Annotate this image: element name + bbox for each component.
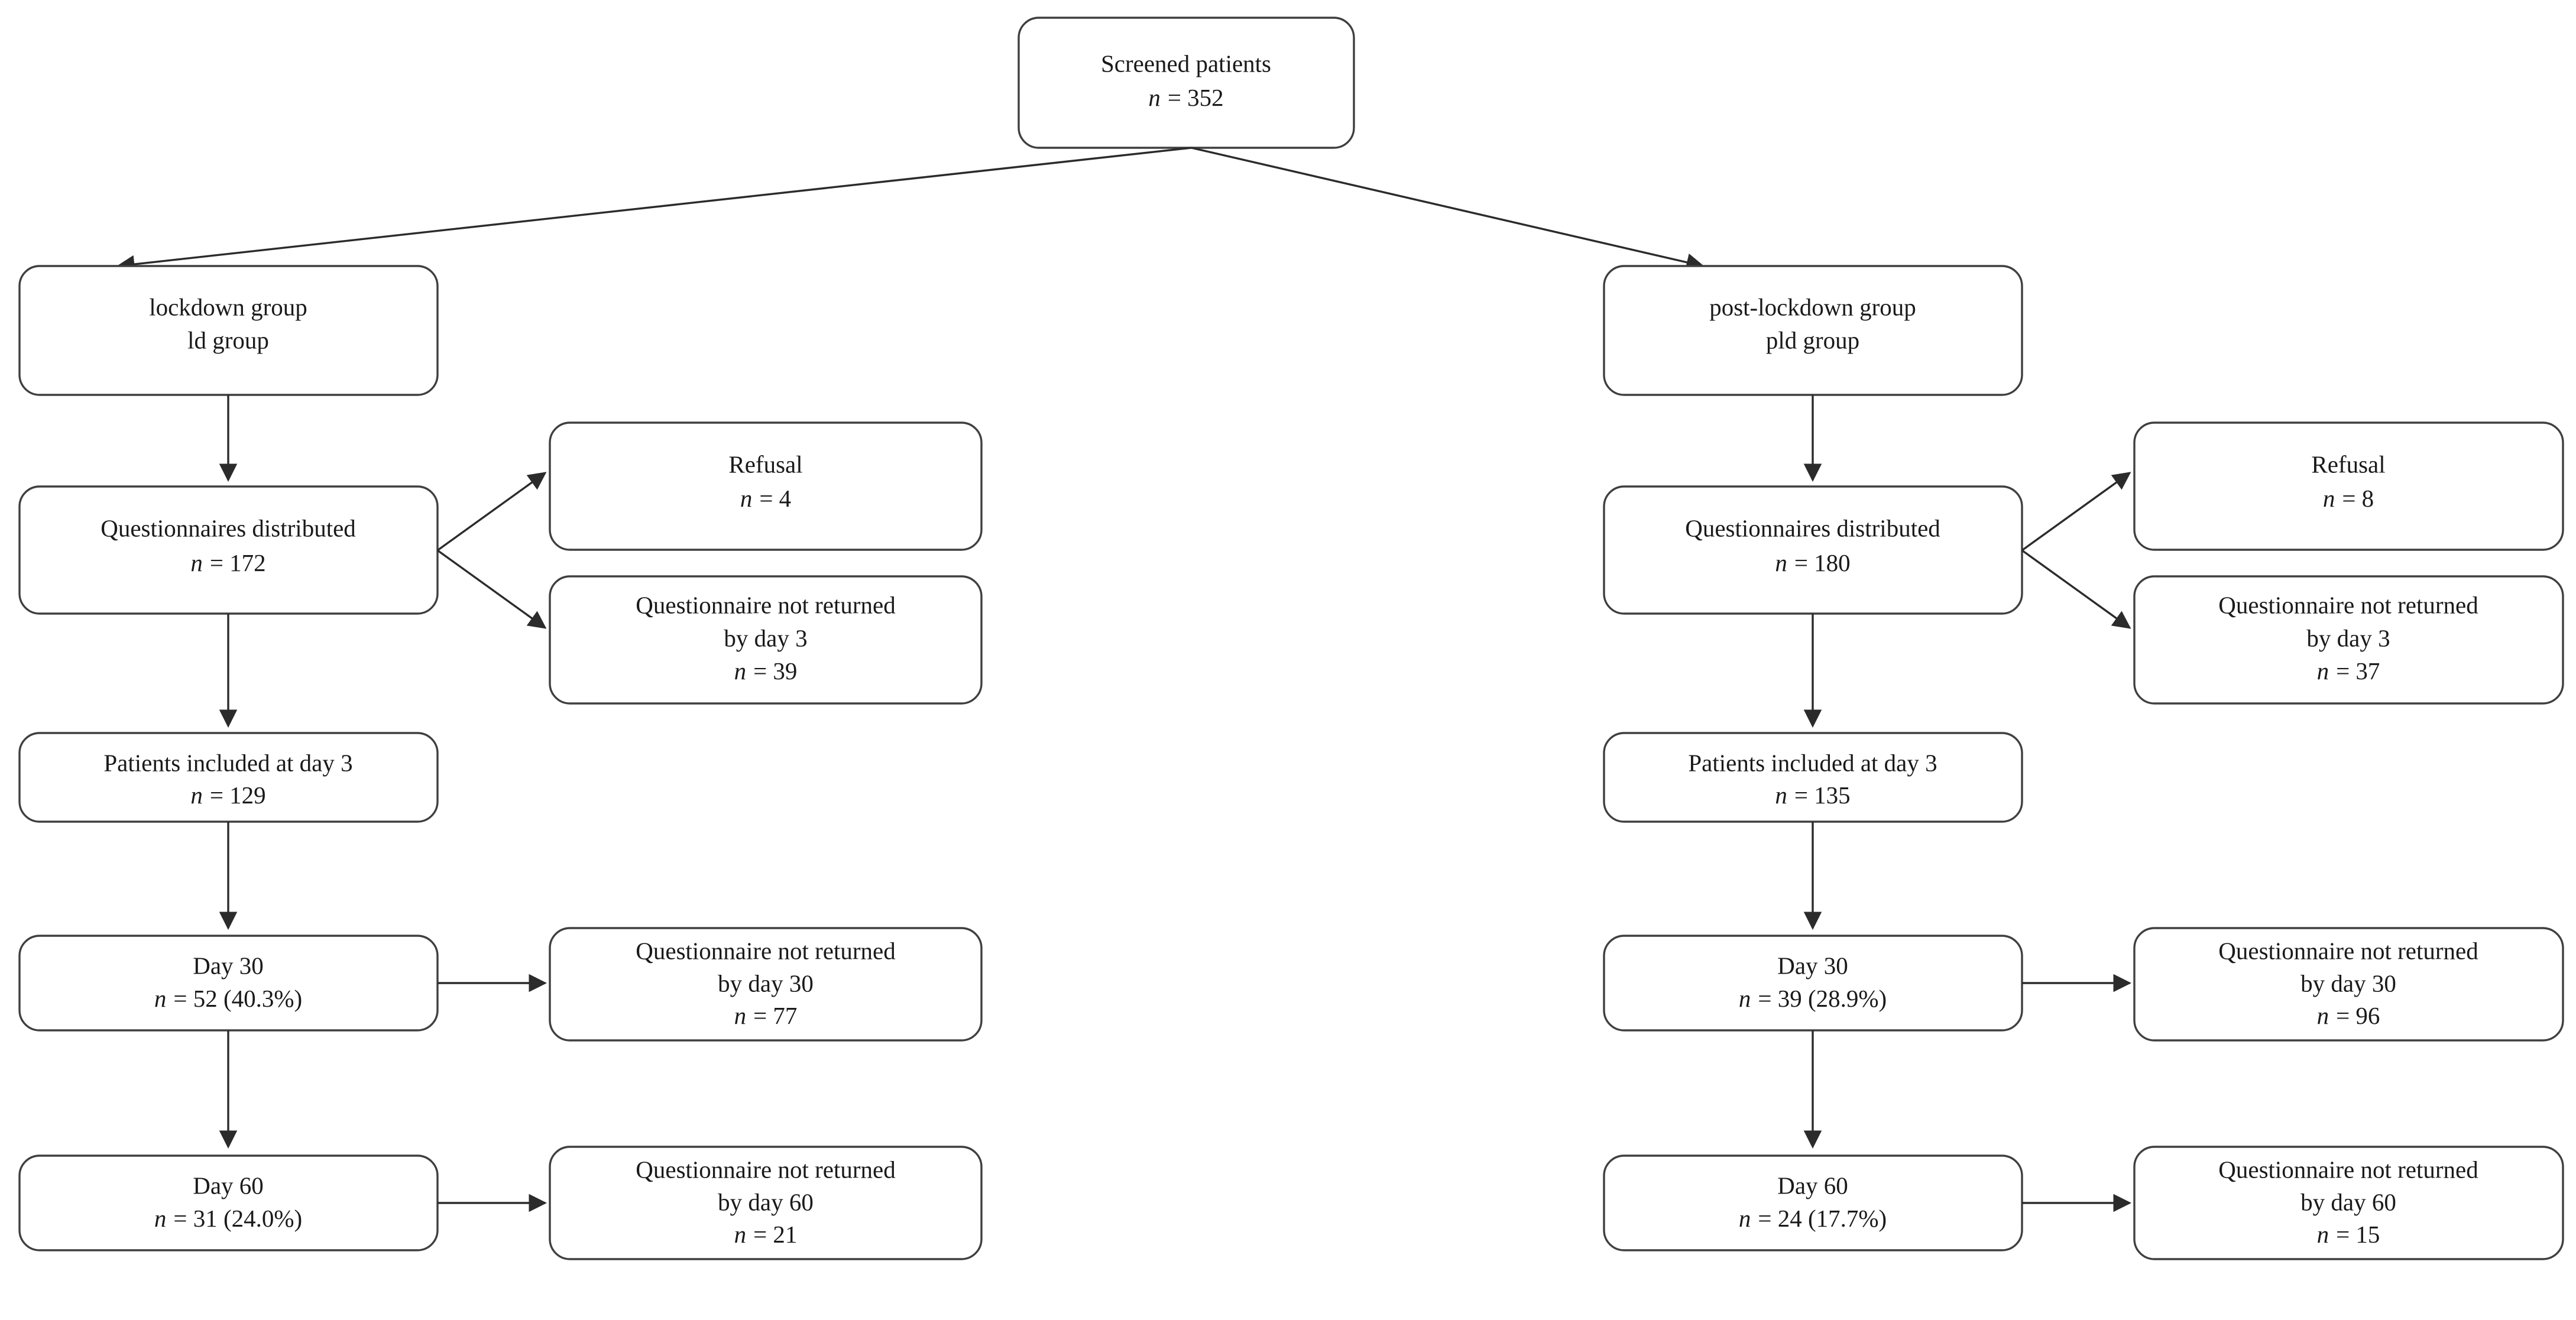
lockdown-notreturned-day60-count: n= 21 — [734, 1221, 798, 1248]
postlockdown-included-label: Patients included at day 3 — [1688, 749, 1937, 776]
edge-screened-to-postlockdown — [1191, 147, 1705, 271]
postlockdown-notreturned-day30-label-1: Questionnaire not returned — [2218, 937, 2478, 964]
postlockdown-notreturned-day30-label-2: by day 30 — [2300, 969, 2396, 997]
postlockdown-distributed-label: Questionnaires distributed — [1685, 514, 1940, 541]
postlockdown-distributed-count: n= 180 — [1775, 549, 1850, 576]
lockdown-notreturned-day60-label-1: Questionnaire not returned — [636, 1156, 895, 1183]
postlockdown-day30-count: n= 39 (28.9%) — [1739, 985, 1887, 1012]
postlockdown-group-label-2: pld group — [1766, 326, 1859, 353]
lockdown-notreturned-day30-label-2: by day 30 — [718, 969, 814, 997]
postlockdown-included-count: n= 135 — [1775, 781, 1850, 809]
postlockdown-notreturned-day60-label-1: Questionnaire not returned — [2218, 1156, 2478, 1183]
node-lockdown-included-day3: Patients included at day 3 n= 129 — [18, 732, 439, 823]
node-postlockdown-included-day3: Patients included at day 3 n= 135 — [1603, 732, 2023, 823]
lockdown-refusal-label: Refusal — [728, 450, 802, 478]
lockdown-notreturned-day3-label-2: by day 3 — [724, 624, 807, 651]
node-postlockdown-refusal: Refusal n= 8 — [2133, 421, 2564, 551]
lockdown-day30-label: Day 30 — [193, 952, 264, 979]
edge-postlockdown-to-notreturned3 — [2021, 549, 2131, 629]
postlockdown-notreturned-day60-label-2: by day 60 — [2300, 1188, 2396, 1215]
node-lockdown-day60: Day 60 n= 31 (24.0%) — [18, 1154, 439, 1251]
node-lockdown-notreturned-day30: Questionnaire not returned by day 30 n= … — [549, 927, 983, 1042]
lockdown-day60-label: Day 60 — [193, 1172, 264, 1199]
lockdown-day60-count: n= 31 (24.0%) — [154, 1205, 302, 1232]
postlockdown-group-label-1: post-lockdown group — [1709, 293, 1916, 320]
lockdown-notreturned-day60-label-2: by day 60 — [718, 1188, 814, 1215]
screened-patients-count: n= 352 — [1148, 84, 1223, 111]
lockdown-included-count: n= 129 — [190, 781, 265, 809]
postlockdown-notreturned-day30-count: n= 96 — [2317, 1002, 2380, 1029]
lockdown-day30-count: n= 52 (40.3%) — [154, 985, 302, 1012]
postlockdown-refusal-count: n= 8 — [2323, 485, 2374, 512]
lockdown-distributed-count: n= 172 — [190, 549, 265, 576]
lockdown-notreturned-day30-count: n= 77 — [734, 1002, 798, 1029]
postlockdown-notreturned-day3-label-2: by day 3 — [2306, 624, 2390, 651]
postlockdown-day60-count: n= 24 (17.7%) — [1739, 1205, 1887, 1232]
node-lockdown-notreturned-day60: Questionnaire not returned by day 60 n= … — [549, 1146, 983, 1260]
lockdown-notreturned-day3-count: n= 39 — [734, 657, 798, 685]
node-postlockdown-day30: Day 30 n= 39 (28.9%) — [1603, 935, 2023, 1032]
lockdown-notreturned-day3-label-1: Questionnaire not returned — [636, 591, 895, 618]
node-postlockdown-notreturned-day30: Questionnaire not returned by day 30 n= … — [2133, 927, 2564, 1042]
edge-screened-to-lockdown — [116, 147, 1192, 274]
node-screened-patients: Screened patients n= 352 — [1018, 17, 1355, 149]
lockdown-included-label: Patients included at day 3 — [103, 749, 352, 776]
node-postlockdown-group: post-lockdown group pld group — [1603, 265, 2023, 396]
lockdown-notreturned-day30-label-1: Questionnaire not returned — [636, 937, 895, 964]
postlockdown-day60-label: Day 60 — [1777, 1172, 1848, 1199]
node-postlockdown-notreturned-day60: Questionnaire not returned by day 60 n= … — [2133, 1146, 2564, 1260]
node-lockdown-notreturned-day3: Questionnaire not returned by day 3 n= 3… — [549, 575, 983, 705]
screened-patients-label: Screened patients — [1101, 50, 1271, 77]
node-lockdown-distributed: Questionnaires distributed n= 172 — [18, 485, 439, 615]
node-lockdown-day30: Day 30 n= 52 (40.3%) — [18, 935, 439, 1032]
postlockdown-notreturned-day60-count: n= 15 — [2317, 1221, 2380, 1248]
lockdown-group-label-2: ld group — [187, 326, 269, 353]
node-postlockdown-day60: Day 60 n= 24 (17.7%) — [1603, 1154, 2023, 1251]
node-postlockdown-notreturned-day3: Questionnaire not returned by day 3 n= 3… — [2133, 575, 2564, 705]
node-lockdown-refusal: Refusal n= 4 — [549, 421, 983, 551]
lockdown-distributed-label: Questionnaires distributed — [101, 514, 356, 541]
postlockdown-notreturned-day3-label-1: Questionnaire not returned — [2218, 591, 2478, 618]
postlockdown-refusal-label: Refusal — [2311, 450, 2385, 478]
postlockdown-day30-label: Day 30 — [1777, 952, 1848, 979]
lockdown-refusal-count: n= 4 — [740, 485, 791, 512]
postlockdown-notreturned-day3-count: n= 37 — [2317, 657, 2380, 685]
node-postlockdown-distributed: Questionnaires distributed n= 180 — [1603, 485, 2023, 615]
edge-lockdown-to-refusal — [437, 472, 547, 552]
edge-lockdown-to-notreturned3 — [437, 549, 547, 629]
lockdown-group-label-1: lockdown group — [149, 293, 307, 320]
edge-postlockdown-to-refusal — [2021, 472, 2131, 552]
node-lockdown-group: lockdown group ld group — [18, 265, 439, 396]
